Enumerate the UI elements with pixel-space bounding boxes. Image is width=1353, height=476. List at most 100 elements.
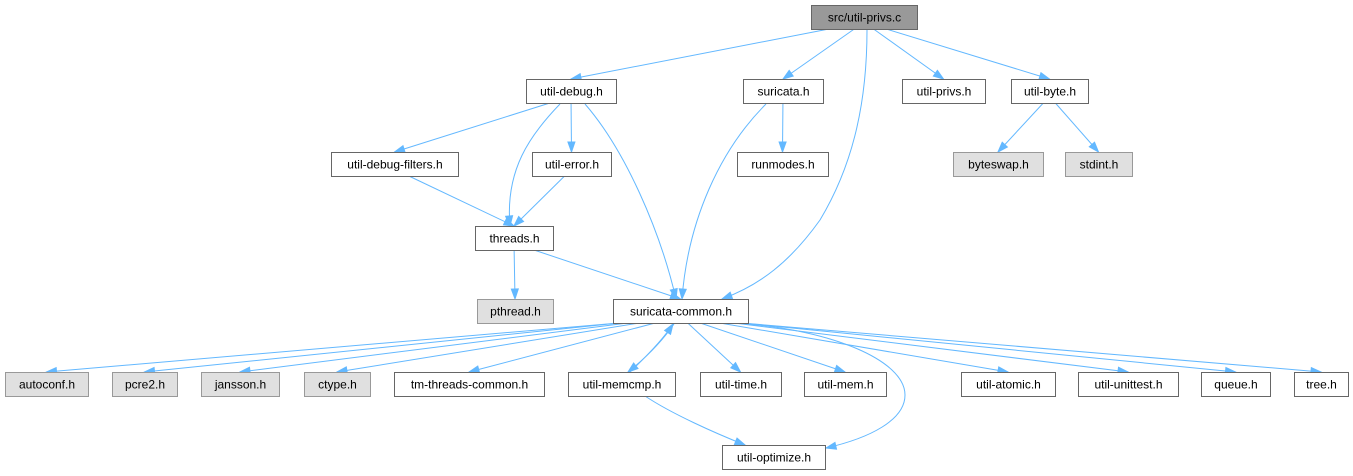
node-util-debug[interactable]: util-debug.h xyxy=(526,79,617,104)
node-box[interactable] xyxy=(394,372,545,397)
node-box[interactable] xyxy=(526,79,617,104)
edge-util-error-to-threads xyxy=(512,175,565,228)
node-label: util-unittest.h xyxy=(1094,378,1162,392)
node-label: util-debug-filters.h xyxy=(347,158,442,172)
node-box[interactable] xyxy=(1065,152,1133,177)
node-box[interactable] xyxy=(700,372,782,397)
node-label: util-byte.h xyxy=(1024,85,1076,99)
edge-line xyxy=(721,29,868,300)
edge-suricata-common-to-ctype xyxy=(335,322,640,375)
node-box[interactable] xyxy=(613,299,749,324)
edge-line xyxy=(687,322,741,373)
node-threads[interactable]: threads.h xyxy=(475,226,554,251)
edge-root-to-suricata-common xyxy=(720,29,868,300)
edge-line xyxy=(700,322,846,373)
node-label: tree.h xyxy=(1306,378,1337,392)
node-box[interactable] xyxy=(475,226,554,251)
edge-line xyxy=(570,28,829,80)
arrowhead xyxy=(393,144,406,153)
node-box[interactable] xyxy=(1011,79,1089,104)
node-box[interactable] xyxy=(568,372,676,397)
node-box[interactable] xyxy=(5,372,89,397)
node-label: pcre2.h xyxy=(125,378,165,392)
arrowhead xyxy=(824,441,838,450)
node-label: util-atomic.h xyxy=(976,378,1041,392)
node-autoconf[interactable]: autoconf.h xyxy=(5,372,89,397)
node-box[interactable] xyxy=(743,79,824,104)
node-runmodes[interactable]: runmodes.h xyxy=(737,152,829,177)
edge-line xyxy=(508,103,561,227)
arrowhead xyxy=(663,322,674,336)
node-byteswap[interactable]: byteswap.h xyxy=(953,152,1044,177)
node-box[interactable] xyxy=(304,372,371,397)
node-util-privs[interactable]: util-privs.h xyxy=(902,79,986,104)
arrowhead xyxy=(1038,71,1051,80)
node-root[interactable]: src/util-privs.c xyxy=(811,5,918,30)
node-util-error[interactable]: util-error.h xyxy=(532,152,612,177)
node-pcre2[interactable]: pcre2.h xyxy=(112,372,178,397)
node-box[interactable] xyxy=(953,152,1044,177)
node-util-time[interactable]: util-time.h xyxy=(700,372,782,397)
edge-util-byte-to-byteswap xyxy=(996,102,1044,154)
node-box[interactable] xyxy=(804,372,887,397)
edge-line xyxy=(336,322,640,373)
edge-suricata-to-suricata-common xyxy=(678,103,767,301)
node-label: ctype.h xyxy=(318,378,357,392)
node-box[interactable] xyxy=(532,152,612,177)
node-box[interactable] xyxy=(1078,372,1179,397)
node-suricata[interactable]: suricata.h xyxy=(743,79,824,104)
edge-line xyxy=(408,175,515,227)
node-stdint[interactable]: stdint.h xyxy=(1065,152,1133,177)
node-tm-threads-common[interactable]: tm-threads-common.h xyxy=(394,372,545,397)
node-box[interactable] xyxy=(112,372,178,397)
edge-line xyxy=(144,322,620,373)
edge-line xyxy=(239,322,628,373)
node-label: runmodes.h xyxy=(751,158,814,172)
node-box[interactable] xyxy=(902,79,986,104)
node-util-unittest[interactable]: util-unittest.h xyxy=(1078,372,1179,397)
arrowhead xyxy=(678,288,687,301)
node-util-byte[interactable]: util-byte.h xyxy=(1011,79,1089,104)
node-tree[interactable]: tree.h xyxy=(1294,372,1349,397)
node-util-optimize[interactable]: util-optimize.h xyxy=(722,445,826,470)
node-box[interactable] xyxy=(201,372,280,397)
node-box[interactable] xyxy=(1294,372,1349,397)
node-label: util-error.h xyxy=(545,158,599,172)
node-box[interactable] xyxy=(722,445,826,470)
node-box[interactable] xyxy=(737,152,829,177)
node-label: autoconf.h xyxy=(19,378,75,392)
node-util-mem[interactable]: util-mem.h xyxy=(804,372,887,397)
node-suricata-common[interactable]: suricata-common.h xyxy=(613,299,749,324)
arrowhead xyxy=(996,141,1009,154)
node-box[interactable] xyxy=(811,5,918,30)
edge-root-to-suricata xyxy=(781,28,855,80)
edge-line xyxy=(997,102,1044,153)
node-box[interactable] xyxy=(961,372,1056,397)
edge-line xyxy=(644,395,746,446)
edge-threads-to-pthread xyxy=(510,249,520,301)
nodes-layer: src/util-privs.c util-debug.h suricata.h ut… xyxy=(5,5,1349,470)
arrowhead xyxy=(833,364,847,373)
arrowhead xyxy=(1088,141,1100,154)
edge-line xyxy=(584,103,677,300)
node-util-memcmp[interactable]: util-memcmp.h xyxy=(568,372,676,397)
node-box[interactable] xyxy=(477,299,554,324)
edge-line xyxy=(513,175,565,227)
node-util-debug-filters[interactable]: util-debug-filters.h xyxy=(331,152,459,177)
node-jansson[interactable]: jansson.h xyxy=(201,372,280,397)
node-pthread[interactable]: pthread.h xyxy=(477,299,554,324)
node-box[interactable] xyxy=(1201,372,1271,397)
edge-suricata-common-to-tm-threads-common xyxy=(467,322,656,374)
node-label: jansson.h xyxy=(214,378,266,392)
edge-suricata-to-runmodes xyxy=(778,102,787,154)
edge-line xyxy=(886,28,1050,80)
edge-util-memcmp-to-util-optimize xyxy=(644,395,747,446)
node-box[interactable] xyxy=(331,152,459,177)
edge-line xyxy=(719,322,1009,373)
edge-util-debug-filters-to-threads xyxy=(408,175,516,227)
node-label: util-privs.h xyxy=(917,85,972,99)
node-queue[interactable]: queue.h xyxy=(1201,372,1271,397)
edge-suricata-common-to-util-unittest xyxy=(734,322,1130,375)
node-ctype[interactable]: ctype.h xyxy=(304,372,371,397)
node-util-atomic[interactable]: util-atomic.h xyxy=(961,372,1056,397)
